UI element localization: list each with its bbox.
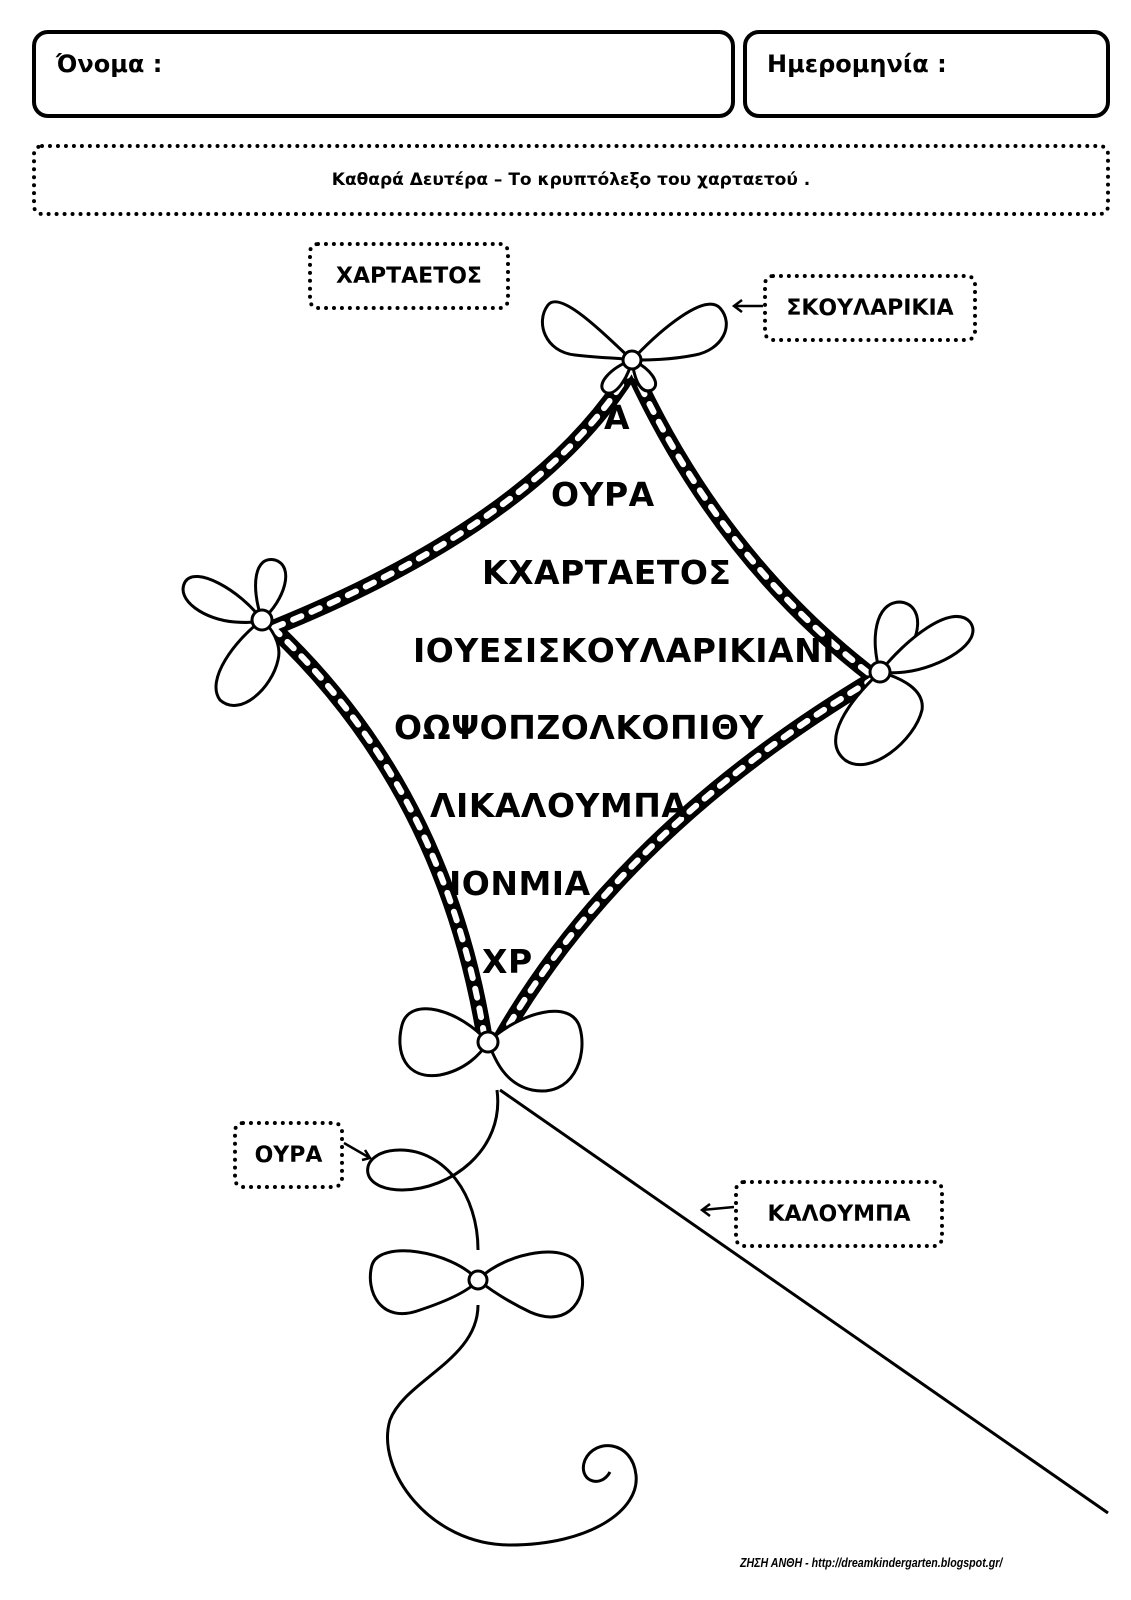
puzzle-row: ΙΟΥΕΣΙΣΚΟΥΛΑΡΙΚΙΑΝΙ (413, 631, 835, 670)
tag-string: ΚΑΛΟΥΜΠΑ (734, 1180, 944, 1248)
bow-tail (368, 1249, 585, 1319)
bow-right (834, 600, 975, 767)
bow-top (540, 300, 728, 395)
puzzle-row: Α (604, 398, 631, 437)
tag-tail-text: ΟΥΡΑ (254, 1142, 323, 1168)
tag-string-text: ΚΑΛΟΥΜΠΑ (767, 1201, 911, 1227)
puzzle-row: ΧΡ (482, 942, 533, 981)
bow-bottom (398, 1007, 584, 1093)
puzzle-row: ΛΙΚΑΛΟΥΜΠΑ (430, 786, 688, 825)
kite-frame (273, 368, 875, 1040)
puzzle-row: ΚΧΑΡΤΑΕΤΟΣ (482, 553, 732, 592)
arrows (343, 299, 763, 1217)
worksheet-title-text: Καθαρά Δευτέρα – Το κρυπτόλεξο του χαρτα… (331, 170, 811, 190)
kite-string (499, 1088, 1109, 1515)
tag-kite: ΧΑΡΤΑΕΤΟΣ (308, 242, 510, 310)
name-field: Όνομα : (32, 30, 735, 118)
date-field: Ημερομηνία : (743, 30, 1110, 118)
tag-kite-text: ΧΑΡΤΑΕΤΟΣ (336, 263, 482, 289)
worksheet-title: Καθαρά Δευτέρα – Το κρυπτόλεξο του χαρτα… (32, 144, 1110, 216)
tag-bows-text: ΣΚΟΥΛΑΡΙΚΙΑ (786, 295, 954, 321)
puzzle-row: ΟΥΡΑ (551, 475, 655, 514)
puzzle-row: ΟΩΨΟΠΖΟΛΚΟΠΙΘΥ (394, 708, 764, 747)
author-credit: ΖΗΣΗ ΑΝΘΗ - http://dreamkindergarten.blo… (740, 1555, 1003, 1570)
date-label: Ημερομηνία : (767, 50, 947, 78)
bow-left (181, 558, 288, 707)
puzzle-row: ΙΟΝΜΙΑ (449, 864, 591, 903)
kite-tail (366, 1089, 638, 1547)
tag-bows: ΣΚΟΥΛΑΡΙΚΙΑ (763, 274, 977, 342)
name-label: Όνομα : (56, 50, 163, 78)
tag-tail: ΟΥΡΑ (233, 1121, 344, 1189)
